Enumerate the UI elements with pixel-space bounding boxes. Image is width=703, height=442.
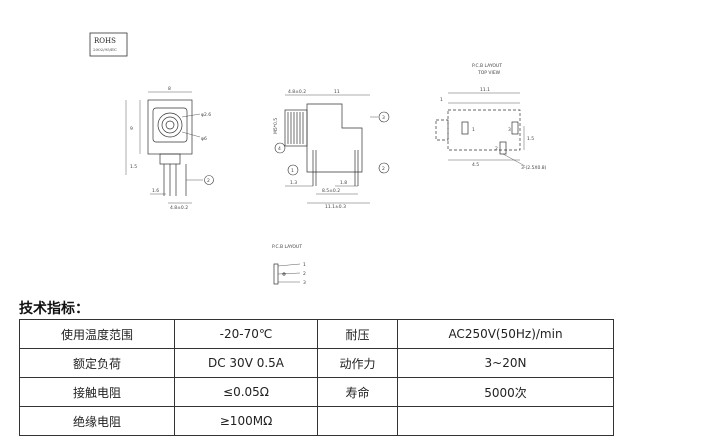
spec-value: AC250V(50Hz)/min	[397, 319, 614, 349]
dim-front-height: 9	[130, 126, 133, 132]
dim-top-width: 11.1	[480, 87, 490, 93]
dim-front-side: 1.5	[130, 164, 137, 170]
spec-value	[397, 406, 614, 436]
dim-front-width: 8	[168, 86, 171, 92]
pcb-bottom-pin-3: 3	[303, 280, 306, 286]
spec-key: 动作力	[317, 348, 398, 378]
pcb-bottom-pin-2: 2	[303, 271, 306, 277]
dim-side-pin-left: 1.3	[290, 180, 297, 186]
dim-top-hole: 3-(2.5X0.8)	[521, 165, 547, 171]
dim-side-pin-mid: 1.8	[340, 180, 347, 186]
spec-key: 额定负荷	[19, 348, 175, 378]
spec-key	[317, 406, 398, 436]
callout-2-side: 2	[382, 166, 385, 172]
spec-value: 5000次	[397, 377, 614, 407]
dim-hole-dia: φ2.6	[201, 112, 211, 118]
table-row: 绝缘电阻 ≥100MΩ	[19, 406, 614, 436]
pcb-top-view	[435, 92, 526, 167]
dim-side-top-left: 4.8±0.2	[288, 89, 306, 95]
dim-side-top-right: 11	[334, 89, 340, 95]
dim-side-thread: M5*0.5	[273, 118, 279, 134]
pcb-bottom-view	[273, 263, 301, 285]
spec-value: 3~20N	[397, 348, 614, 378]
rohs-title: ROHS	[94, 37, 116, 45]
dim-side-total: 11.1±0.3	[325, 204, 346, 210]
table-row: 接触电阻 ≤0.05Ω 寿命 5000次	[19, 377, 614, 407]
callout-1: 1	[291, 168, 294, 174]
spec-table: 使用温度范围 -20-70℃ 耐压 AC250V(50Hz)/min 额定负荷 …	[19, 319, 614, 436]
pcb-top-title: P.C.B LAYOUT	[472, 63, 502, 69]
dim-side-pin-span: 8.5±0.2	[322, 188, 340, 194]
spec-value: ≤0.05Ω	[174, 377, 318, 407]
top-pin-3: 3	[508, 127, 511, 133]
top-pin-1: 1	[472, 127, 475, 133]
pcb-bottom-pin-1: 1	[303, 262, 306, 268]
spec-key: 使用温度范围	[19, 319, 175, 349]
pcb-bottom-title: P.C.B LAYOUT	[272, 244, 302, 250]
dim-front-pin-offset: 1.6	[152, 188, 159, 194]
spec-key: 耐压	[317, 319, 398, 349]
rohs-code: 2002/95/EC	[93, 47, 117, 52]
spec-key: 绝缘电阻	[19, 406, 175, 436]
dim-top-side: 1.5	[527, 136, 534, 142]
dim-top-left: 1	[440, 97, 443, 103]
top-pin-2: 2	[495, 146, 498, 152]
front-view	[125, 91, 214, 204]
table-row: 额定负荷 DC 30V 0.5A 动作力 3~20N	[19, 348, 614, 378]
spec-heading: 技术指标：	[19, 301, 89, 317]
spec-value: -20-70℃	[174, 319, 318, 349]
dim-pin-dia: φ6	[201, 136, 207, 142]
callout-2-front: 2	[207, 178, 210, 184]
dim-top-mid: 4.5	[472, 162, 479, 168]
spec-key: 寿命	[317, 377, 398, 407]
side-view	[274, 94, 390, 204]
table-row: 使用温度范围 -20-70℃ 耐压 AC250V(50Hz)/min	[19, 319, 614, 349]
technical-drawing: ROHS 2002/95/EC 8 9 φ2.6 φ6 1.5 1.6 4.8±…	[89, 32, 547, 286]
rohs-mark: ROHS 2002/95/EC	[89, 32, 128, 57]
spec-value: ≥100MΩ	[174, 406, 318, 436]
dim-front-bottom: 4.8±0.2	[170, 205, 188, 211]
spec-key: 接触电阻	[19, 377, 175, 407]
callout-3: 3	[382, 115, 385, 121]
pcb-top-subtitle: TOP VIEW	[477, 70, 501, 76]
callout-4: 4	[278, 146, 281, 152]
spec-value: DC 30V 0.5A	[174, 348, 318, 378]
